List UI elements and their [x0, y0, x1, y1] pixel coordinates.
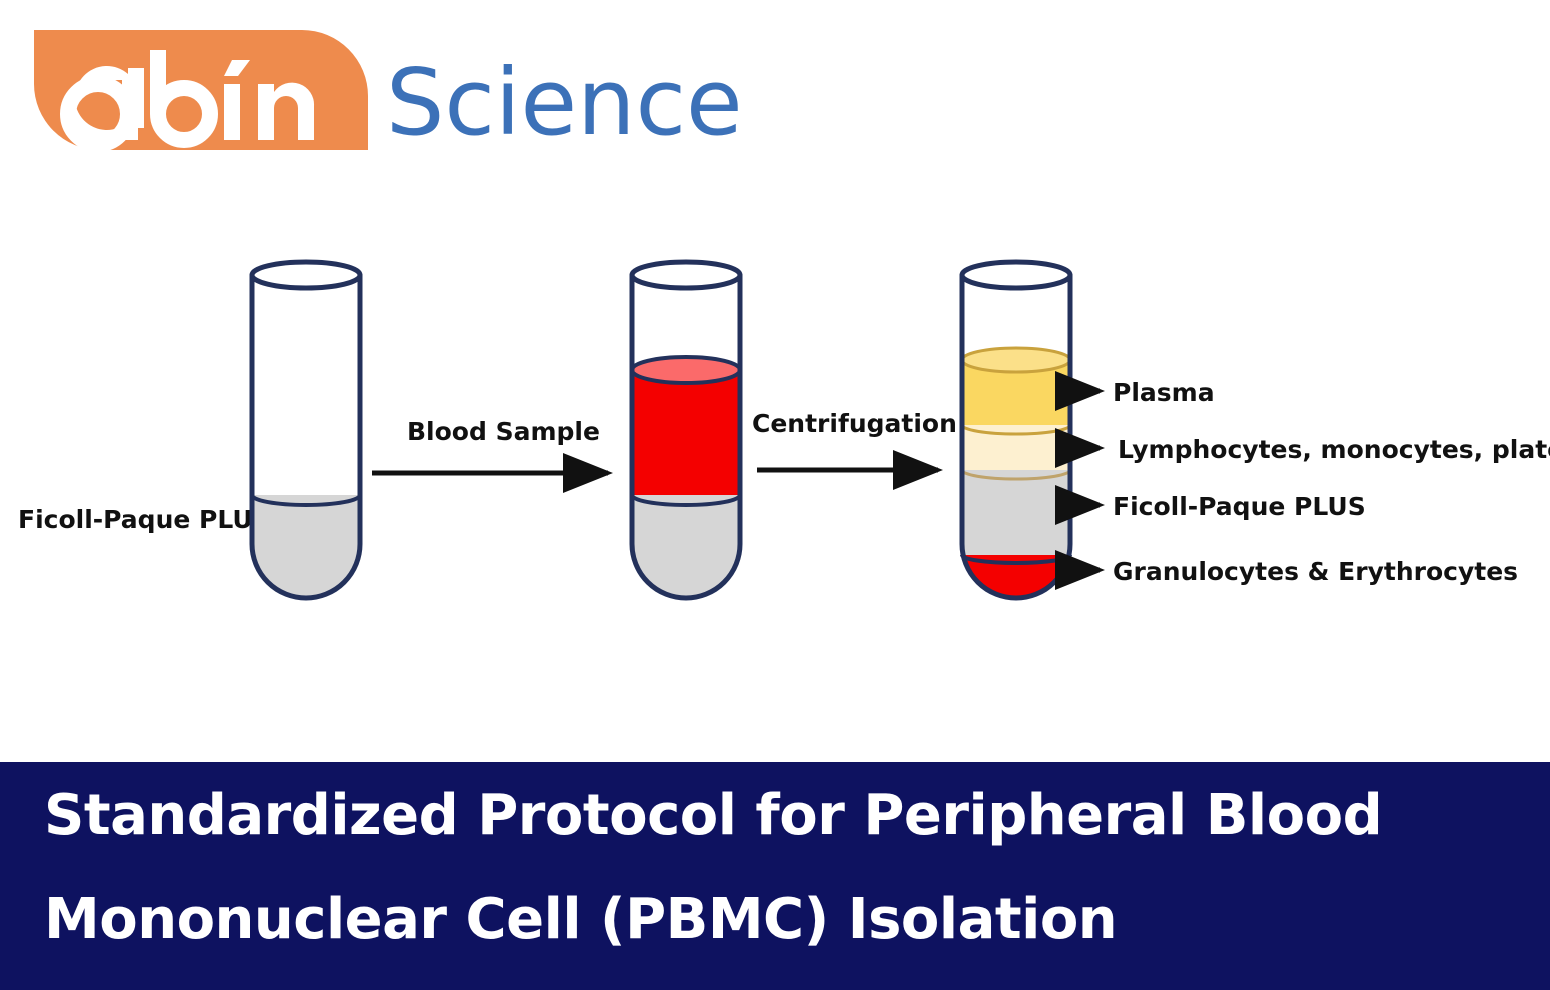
- tube-initial: [249, 259, 363, 601]
- tube-rim-tube3: [959, 259, 1073, 291]
- tube-separated: [959, 259, 1073, 601]
- tube-body-outline-tube2: [629, 272, 743, 601]
- tube-rim-tube2: [629, 259, 743, 291]
- tube-blood-layered: [629, 259, 743, 601]
- logo-science-text: Science: [386, 49, 743, 156]
- callout-label-plasma: Plasma: [1113, 378, 1215, 407]
- arrow-label-centrifugation: Centrifugation: [752, 409, 957, 438]
- callout-buffy-coat: Lymphocytes, monocytes, platelets: [1055, 428, 1550, 468]
- callout-label-pellet: Granulocytes & Erythrocytes: [1113, 557, 1518, 586]
- tube-rim-tube1: [249, 259, 363, 291]
- ficoll-surface-line-tube1: [250, 494, 362, 507]
- pbmc-separation-diagram: Ficoll-Paque PLUS Blood Sample: [0, 180, 1550, 760]
- buffy-ficoll-boundary: [960, 469, 1072, 481]
- callout-ficoll: Ficoll-Paque PLUS: [1055, 485, 1366, 525]
- tube-body-outline-tube1: [249, 272, 363, 601]
- callout-plasma: Plasma: [1055, 371, 1215, 411]
- title-line-2: Mononuclear Cell (PBMC) Isolation: [44, 887, 1118, 952]
- callout-pellet: Granulocytes & Erythrocytes: [1055, 550, 1518, 590]
- blood-surface-ellipse-tube2: [630, 355, 742, 385]
- callout-label-ficoll: Ficoll-Paque PLUS: [1113, 492, 1366, 521]
- plasma-surface-ellipse-tube3: [960, 346, 1072, 374]
- arrow-label-blood-sample: Blood Sample: [407, 417, 600, 446]
- ficoll-surface-line-tube2: [630, 494, 742, 507]
- arrow-centrifugation: Centrifugation: [752, 409, 957, 490]
- left-caption-ficoll: Ficoll-Paque PLUS: [18, 505, 271, 534]
- logo-wordmark-abin: [60, 50, 315, 152]
- layer-ficoll-tube3: [962, 470, 1070, 555]
- layer-pellet-tube3: [962, 555, 1070, 598]
- title-banner: Standardized Protocol for Peripheral Blo…: [0, 762, 1550, 990]
- layer-blood-tube2: [632, 370, 740, 495]
- callout-label-buffy-coat: Lymphocytes, monocytes, platelets: [1118, 435, 1550, 464]
- title-line-1: Standardized Protocol for Peripheral Blo…: [44, 783, 1383, 848]
- brand-logo: Science: [34, 22, 794, 162]
- arrow-blood-sample: Blood Sample: [372, 417, 613, 493]
